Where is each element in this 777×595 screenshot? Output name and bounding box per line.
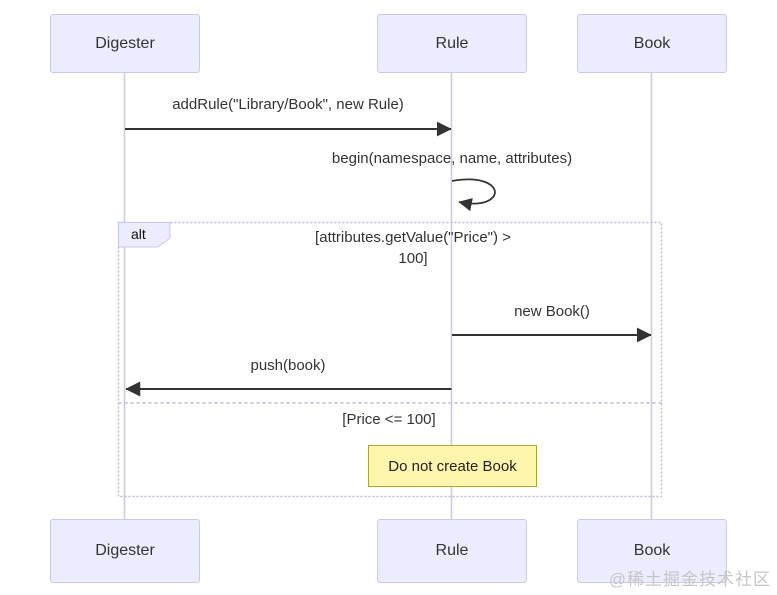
alt-frame [117,221,663,498]
message-label-new-book: new Book() [514,303,590,320]
actor-label: Rule [435,34,469,52]
actor-label: Digester [95,34,155,52]
arrow-begin-self-loop [451,178,496,212]
alt-condition-if: [attributes.getValue("Price") > 100] [315,227,511,269]
actor-label: Book [633,542,671,559]
actor-bottom-rule: Rule [377,519,527,583]
alt-condition-if-line1: [attributes.getValue("Price") > [315,229,511,246]
message-label-begin: begin(namespace, name, attributes) [331,150,573,167]
alt-label: alt [131,226,146,242]
actor-label: Digester [95,542,155,559]
message-label-add-rule: addRule("Library/Book", new Rule) [172,96,404,113]
actor-bottom-digester: Digester [50,519,200,583]
actor-top-rule: Rule [377,14,527,73]
actor-top-book: Book [577,14,727,73]
alt-condition-if-line2: 100] [398,250,428,267]
note-do-not-create-book: Do not create Book [368,445,537,487]
actor-label: Book [633,34,671,52]
actor-label: Rule [435,542,469,559]
watermark-text: @稀土掘金技术社区 [608,570,771,589]
actor-bottom-book: Book [577,519,727,583]
actor-top-digester: Digester [50,14,200,73]
alt-label-box [118,222,171,248]
message-label-push-book: push(book) [250,357,326,374]
alt-condition-else: [Price <= 100] [342,411,436,428]
note-text: Do not create Book [388,457,517,475]
